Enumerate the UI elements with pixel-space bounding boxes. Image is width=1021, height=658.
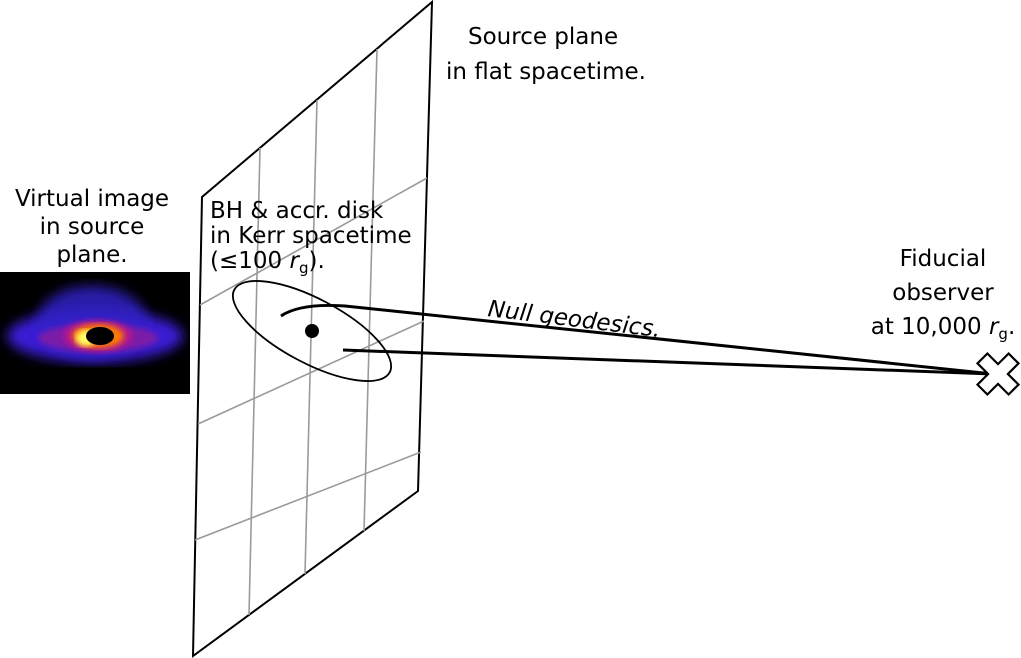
bh-disk-label: BH & accr. disk in Kerr spacetime (≤100 …	[210, 198, 412, 277]
source-plane-subtitle: in flat spacetime.	[446, 59, 646, 85]
x-cross-icon	[975, 351, 1021, 397]
virtual-image-panel	[0, 272, 190, 394]
source-plane-title: Source plane	[468, 24, 619, 50]
black-hole-dot	[305, 324, 319, 338]
source-plane	[191, 0, 434, 658]
virtual-image-label: Virtual image in source plane.	[14, 186, 170, 268]
accretion-disk	[231, 280, 393, 382]
null-geodesics	[280, 303, 994, 376]
observer-label: Fiducial observer at 10,000 rg.	[870, 246, 1016, 343]
